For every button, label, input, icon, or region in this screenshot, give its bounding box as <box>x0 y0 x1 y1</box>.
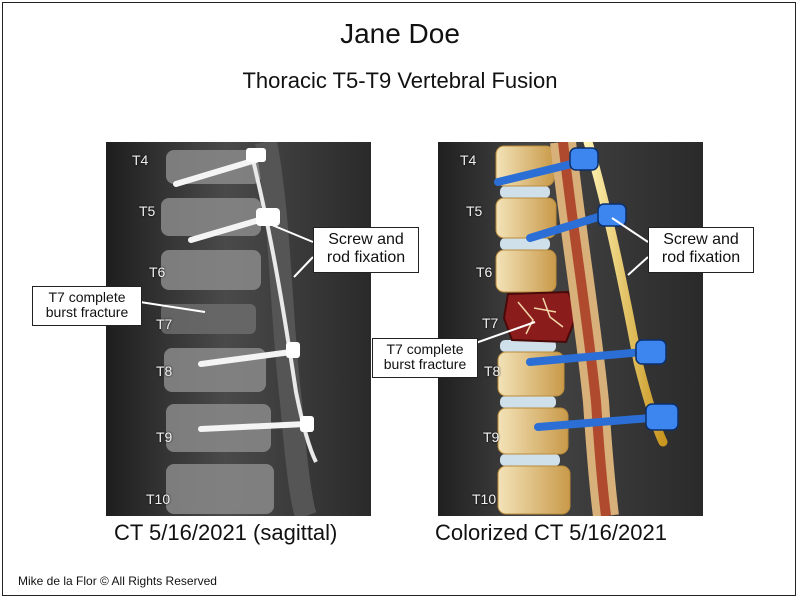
colorized-ct-image: T4 T5 T6 T7 T8 T9 T10 <box>438 142 703 516</box>
vertebra-label-t4: T4 <box>460 152 477 168</box>
callout-line-2: rod fixation <box>661 248 741 266</box>
vertebra-label-t7: T7 <box>482 315 499 331</box>
patient-name: Jane Doe <box>340 18 460 49</box>
vertebra-label-t8: T8 <box>484 363 501 379</box>
procedure-title: Thoracic T5-T9 Vertebral Fusion <box>242 68 558 93</box>
vertebra-label-t6: T6 <box>476 264 493 280</box>
vertebra-label-t5: T5 <box>466 203 483 219</box>
callout-line-1: Screw and <box>328 231 404 248</box>
callout-hardware-left: Screw and rod fixation <box>313 227 419 273</box>
ct-sagittal-image: T4 T5 T6 T7 T8 T9 T10 <box>106 142 371 516</box>
vertebra-label-t4: T4 <box>132 152 149 168</box>
ct-illustration <box>106 142 371 516</box>
vertebra-label-t6: T6 <box>149 264 166 280</box>
colorized-illustration <box>438 142 703 516</box>
copyright-credit: Mike de la Flor © All Rights Reserved <box>18 574 217 588</box>
vertebra-label-t9: T9 <box>156 429 173 445</box>
vertebra-label-t5: T5 <box>139 203 156 219</box>
callout-line-1: T7 complete <box>386 341 464 357</box>
callout-fracture-left: T7 complete burst fracture <box>32 286 142 326</box>
vertebra-label-t9: T9 <box>483 429 500 445</box>
callout-hardware-right: Screw and rod fixation <box>648 227 754 273</box>
colorized-caption: Colorized CT 5/16/2021 <box>435 520 667 545</box>
callout-line-2: burst fracture <box>45 304 129 321</box>
vertebra-label-t7: T7 <box>156 316 173 332</box>
ct-caption: CT 5/16/2021 (sagittal) <box>114 520 338 545</box>
vertebra-label-t8: T8 <box>156 363 173 379</box>
callout-line-1: Screw and <box>663 231 739 248</box>
callout-line-2: rod fixation <box>326 248 406 266</box>
vertebra-label-t10: T10 <box>472 491 497 507</box>
callout-line-1: T7 complete <box>48 289 126 305</box>
callout-fracture-right: T7 complete burst fracture <box>372 338 478 378</box>
vertebra-label-t10: T10 <box>146 491 171 507</box>
callout-line-2: burst fracture <box>383 356 467 373</box>
